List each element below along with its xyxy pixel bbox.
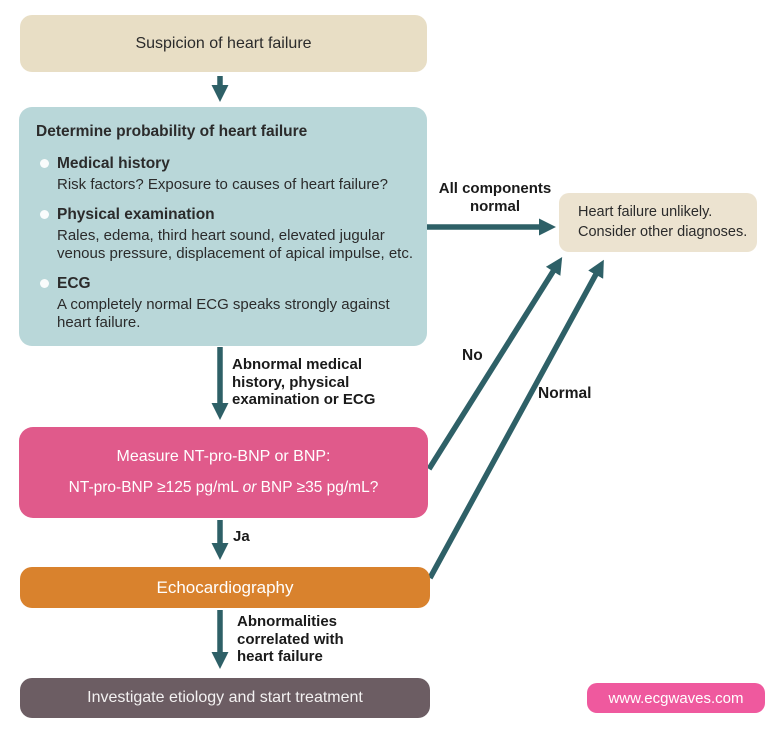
- edge-label-abnormalities: Abnormalities correlated with heart fail…: [237, 613, 344, 666]
- bullet-dot-icon: [40, 279, 49, 288]
- edge-label-normal: Normal: [538, 385, 592, 402]
- node-unlikely-line2: Consider other diagnoses.: [578, 223, 748, 240]
- node-treatment: Investigate etiology and start treatment: [20, 678, 430, 718]
- bullet-body: Physical examination Rales, edema, third…: [57, 206, 413, 263]
- node-unlikely: Heart failure unlikely. Consider other d…: [559, 193, 757, 252]
- ecgwaves-badge-label: www.ecgwaves.com: [608, 689, 744, 707]
- node-treatment-label: Investigate etiology and start treatment: [87, 689, 363, 706]
- bullet-detail: A completely normal ECG speaks strongly …: [57, 296, 390, 331]
- node-suspicion: Suspicion of heart failure: [20, 15, 427, 72]
- probability-heading: Determine probability of heart failure: [36, 123, 308, 140]
- edge-label-ja: Ja: [233, 528, 250, 545]
- bnp-criteria: NT-pro-BNP ≥125 pg/mL or BNP ≥35 pg/mL?: [69, 479, 379, 497]
- bullet-detail: Rales, edema, third heart sound, elevate…: [57, 227, 414, 262]
- bnp-title: Measure NT-pro-BNP or BNP:: [116, 448, 331, 465]
- bullet-item-ecg: ECG A completely normal ECG speaks stron…: [36, 275, 413, 332]
- node-echocardiography: Echocardiography: [20, 567, 430, 608]
- bullet-title: Medical history: [57, 155, 170, 172]
- bullet-title: Physical examination: [57, 206, 215, 223]
- bullet-item-physical-examination: Physical examination Rales, edema, third…: [36, 206, 413, 263]
- edge-label-all-components-normal: All components normal: [438, 180, 552, 215]
- bullet-title: ECG: [57, 275, 91, 292]
- node-suspicion-label: Suspicion of heart failure: [135, 34, 312, 52]
- bnp-criteria-or: or: [242, 479, 257, 496]
- node-echocardiography-label: Echocardiography: [156, 577, 294, 597]
- bullet-item-medical-history: Medical history Risk factors? Exposure t…: [36, 155, 413, 194]
- bullet-detail: Risk factors? Exposure to causes of hear…: [57, 176, 388, 193]
- arrow-echo-normal-to-unlikely: [427, 259, 604, 580]
- node-measure-bnp: Measure NT-pro-BNP or BNP: NT-pro-BNP ≥1…: [19, 427, 428, 518]
- arrow-bnp-no-to-unlikely: [426, 256, 563, 471]
- node-determine-probability: Determine probability of heart failure M…: [19, 107, 427, 346]
- bullet-body: ECG A completely normal ECG speaks stron…: [57, 275, 413, 332]
- edge-label-abnormal: Abnormal medical history, physical exami…: [232, 356, 376, 409]
- edge-label-no: No: [462, 347, 483, 364]
- bullet-body: Medical history Risk factors? Exposure t…: [57, 155, 388, 194]
- node-unlikely-line1: Heart failure unlikely.: [578, 204, 713, 221]
- bullet-dot-icon: [40, 159, 49, 168]
- bnp-criteria-post: BNP ≥35 pg/mL?: [256, 479, 379, 496]
- bullet-dot-icon: [40, 210, 49, 219]
- bnp-criteria-pre: NT-pro-BNP ≥125 pg/mL: [68, 479, 243, 496]
- ecgwaves-badge: www.ecgwaves.com: [587, 683, 765, 713]
